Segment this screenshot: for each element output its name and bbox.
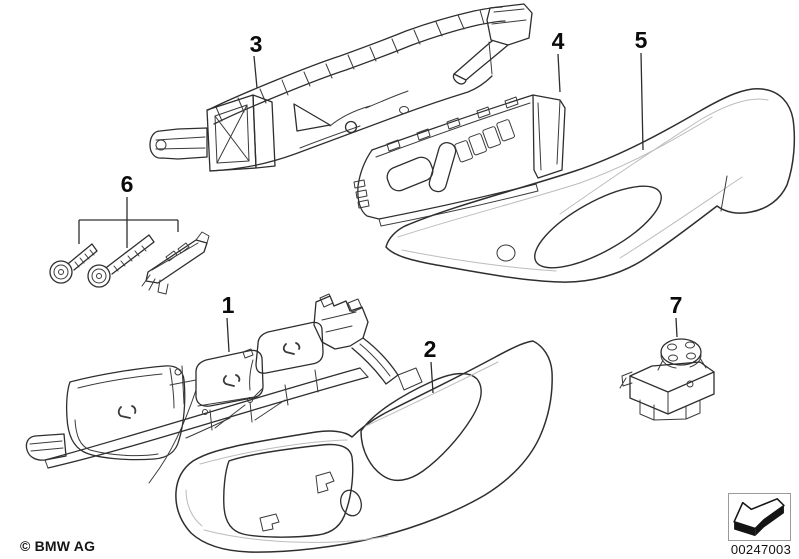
seat-glyph-icon: [117, 405, 137, 419]
copyright-text: © BMW AG: [20, 538, 96, 554]
callout-label-1: 1: [222, 292, 235, 318]
callout-leader-3: [253, 55, 258, 89]
callout-leader-6: [78, 197, 179, 248]
callout-leaders: [78, 52, 678, 394]
callout-leader-4: [557, 53, 561, 93]
callout-label-3: 3: [250, 31, 263, 57]
part-7-lumbar-switch: [619, 338, 715, 421]
seat-glyph-icon: [282, 342, 301, 355]
callout-label-4: 4: [552, 28, 565, 54]
callout-label-2: 2: [424, 336, 437, 362]
part-6-fasteners: [49, 231, 210, 295]
part-5-side-trim-upper: [385, 87, 796, 283]
part-2-side-trim-lower: [175, 340, 553, 553]
stamp-box: [728, 493, 791, 541]
part-1-seat-frame: [25, 293, 423, 484]
callout-label-6: 6: [121, 171, 134, 197]
direction-arrow-icon: [733, 498, 785, 537]
callout-leader-1: [226, 317, 230, 353]
callout-leader-2: [430, 361, 434, 394]
callout-label-5: 5: [635, 27, 648, 53]
callout-label-7: 7: [670, 292, 683, 318]
part-3-carrier-rail: [149, 3, 533, 172]
stamp-number: 00247003: [730, 542, 792, 557]
seat-glyph-icon: [222, 374, 241, 387]
callout-leader-5: [640, 52, 644, 151]
callout-leader-7: [675, 317, 678, 338]
